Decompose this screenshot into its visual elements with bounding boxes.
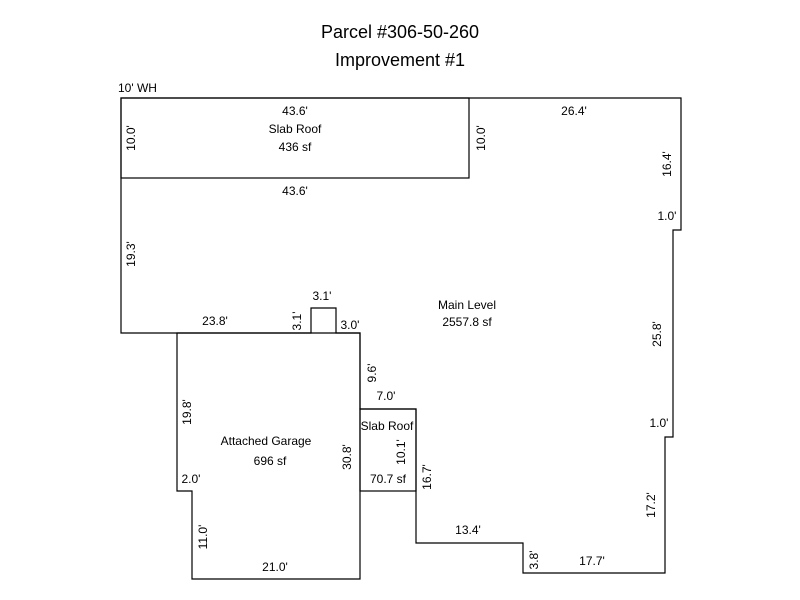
improvement-title: Improvement #1 [335,50,465,70]
dim-label: 3.0' [341,318,360,332]
dim-label: 10.0' [124,125,138,151]
small-slab-area: 70.7 sf [370,472,407,486]
dim-label: 3.8' [527,551,541,570]
main-level-area: 2557.8 sf [442,315,492,329]
dim-label: 13.4' [455,523,481,537]
dim-label: 16.4' [660,151,674,177]
dim-label: 3.1' [290,312,304,331]
main-level-name: Main Level [438,298,496,312]
dim-label: 1.0' [650,416,669,430]
dim-label: 25.8' [650,321,664,347]
small-slab-roof-outline [359,408,417,492]
dim-label: 26.4' [561,104,587,118]
dim-label: 19.3' [124,241,138,267]
garage-outline [176,307,361,580]
dim-label: 2.0' [182,472,201,486]
dim-label: 10.1' [394,439,408,465]
garage-name: Attached Garage [221,434,312,448]
small-slab-name: Slab Roof [361,419,414,433]
dim-label: 17.2' [644,492,658,518]
upper-slab-roof-outline [120,97,470,179]
wall-height-note: 10' WH [118,81,157,95]
dim-label: 30.8' [340,444,354,470]
dim-label: 43.6' [282,184,308,198]
dim-label: 16.7' [420,464,434,490]
dim-label: 23.8' [202,314,228,328]
dim-label: 1.0' [658,209,677,223]
dim-label: 21.0' [262,560,288,574]
parcel-title: Parcel #306-50-260 [321,22,479,42]
upper-slab-area: 436 sf [279,140,312,154]
garage-area: 696 sf [254,454,287,468]
dim-label: 7.0' [377,389,396,403]
dim-label: 19.8' [180,399,194,425]
dim-label: 9.6' [365,364,379,383]
upper-slab-name: Slab Roof [269,122,322,136]
main-level-outline [120,97,682,574]
dim-label: 17.7' [579,554,605,568]
dim-label: 43.6' [282,104,308,118]
dim-label: 10.0' [474,125,488,151]
dim-label: 11.0' [196,525,210,550]
dim-label: 3.1' [313,289,332,303]
